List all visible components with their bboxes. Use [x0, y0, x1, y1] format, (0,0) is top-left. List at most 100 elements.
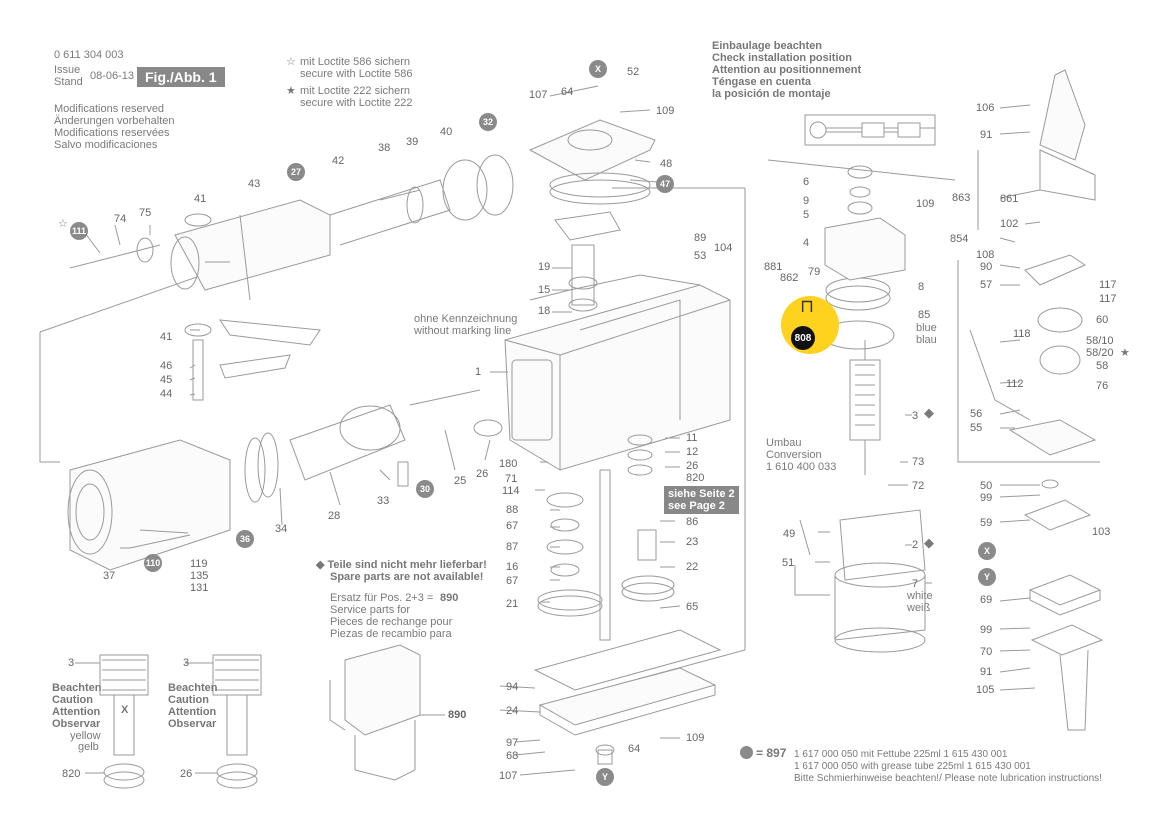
part-label[interactable]: 5 [803, 209, 810, 221]
part-label[interactable]: 131 [190, 582, 209, 594]
part-label[interactable]: 103 [1092, 526, 1111, 538]
part-label[interactable]: 19 [538, 261, 551, 273]
part-label[interactable]: 41 [160, 331, 173, 343]
part-label[interactable]: 12 [686, 446, 699, 458]
part-label[interactable]: 107 [529, 89, 548, 101]
part-label[interactable]: 91 [980, 666, 993, 678]
part-label[interactable]: 51 [782, 557, 795, 569]
part-label[interactable]: 73 [912, 456, 925, 468]
part-label[interactable]: 97 [506, 737, 519, 749]
circled-part-47[interactable]: 47 [656, 175, 674, 193]
part-label[interactable]: 881 [764, 261, 783, 273]
part-label[interactable]: 105 [976, 684, 995, 696]
part-label[interactable]: 24 [506, 705, 519, 717]
circled-part-111[interactable]: 111 [70, 222, 88, 240]
part-label[interactable]: 104 [714, 242, 733, 254]
part-label[interactable]: 88 [506, 504, 519, 516]
part-label[interactable]: 107 [499, 770, 518, 782]
part-label[interactable]: 53 [694, 250, 707, 262]
part-label[interactable]: 85 [918, 309, 931, 321]
part-label[interactable]: 74 [114, 213, 127, 225]
part-label[interactable]: 64 [561, 86, 574, 98]
part-label[interactable]: 68 [506, 750, 519, 762]
part-label[interactable]: 49 [783, 528, 796, 540]
part-label[interactable]: 91 [980, 129, 993, 141]
part-label[interactable]: 135 [190, 570, 209, 582]
circled-part-32[interactable]: 32 [479, 113, 497, 131]
part-label[interactable]: 18 [538, 305, 551, 317]
part-label[interactable]: 854 [950, 233, 969, 245]
part-label[interactable]: 820 [62, 768, 81, 780]
part-label[interactable]: 118 [1013, 328, 1031, 340]
part-label[interactable]: 119 [190, 558, 208, 570]
part-label[interactable]: 59 [980, 517, 993, 529]
part-label[interactable]: 67 [506, 575, 519, 587]
part-label[interactable]: 75 [139, 207, 152, 219]
part-label[interactable]: 90 [980, 261, 993, 273]
circled-part-110[interactable]: 110 [144, 554, 162, 572]
part-label[interactable]: 58 [1096, 360, 1109, 372]
part-label[interactable]: 11 [686, 432, 698, 444]
part-label[interactable]: 46 [160, 360, 173, 372]
part-label[interactable]: 79 [808, 266, 821, 278]
part-label[interactable]: 58/20 [1086, 347, 1114, 359]
part-label[interactable]: 39 [406, 136, 419, 148]
part-label[interactable]: 9 [803, 195, 810, 207]
part-label[interactable]: 33 [377, 495, 390, 507]
part-label[interactable]: 862 [780, 272, 799, 284]
part-label[interactable]: 861 [1000, 193, 1019, 205]
part-label[interactable]: 117 [1099, 293, 1117, 305]
part-label[interactable]: 26 [180, 768, 193, 780]
part-label[interactable]: 76 [1096, 380, 1109, 392]
part-label[interactable]: 4 [803, 237, 810, 249]
part-label[interactable]: 112 [1006, 378, 1024, 390]
part-label[interactable]: 15 [538, 284, 551, 296]
circled-part-y-bottom[interactable]: Y [596, 768, 614, 786]
part-label[interactable]: 8 [918, 281, 925, 293]
part-label[interactable]: 7 [912, 578, 919, 590]
part-label[interactable]: 40 [440, 126, 453, 138]
part-label[interactable]: 52 [627, 66, 640, 78]
see-page-2-tag[interactable]: siehe Seite 2 see Page 2 [664, 486, 739, 514]
part-label[interactable]: 44 [160, 388, 173, 400]
part-label[interactable]: 65 [686, 601, 699, 613]
part-label[interactable]: 60 [1096, 314, 1109, 326]
part-label[interactable]: 28 [328, 510, 341, 522]
part-label[interactable]: 99 [980, 492, 993, 504]
part-label[interactable]: 43 [248, 178, 261, 190]
part-label[interactable]: 48 [660, 158, 673, 170]
part-label[interactable]: 3 [183, 657, 190, 669]
part-label[interactable]: 106 [976, 102, 995, 114]
part-label[interactable]: 67 [506, 520, 519, 532]
circled-part-27[interactable]: 27 [287, 163, 305, 181]
part-label[interactable]: 2 [912, 539, 919, 551]
part-label[interactable]: 42 [332, 155, 345, 167]
part-label[interactable]: 26 [476, 468, 489, 480]
part-label[interactable]: 99 [980, 624, 993, 636]
part-label[interactable]: 114 [502, 485, 520, 497]
part-label[interactable]: 3 [912, 410, 919, 422]
part-label[interactable]: 26 [686, 460, 699, 472]
part-label[interactable]: 109 [916, 198, 935, 210]
part-label[interactable]: 863 [952, 192, 971, 204]
part-label[interactable]: 23 [686, 536, 699, 548]
part-label[interactable]: 37 [103, 570, 116, 582]
part-label[interactable]: 22 [686, 561, 699, 573]
part-label[interactable]: 57 [980, 279, 993, 291]
part-label[interactable]: 72 [912, 480, 925, 492]
part-label[interactable]: 1 [475, 366, 482, 378]
circled-part-36[interactable]: 36 [236, 530, 254, 548]
part-label[interactable]: 41 [194, 193, 207, 205]
circled-part-30[interactable]: 30 [416, 480, 434, 498]
part-label[interactable]: 89 [694, 232, 707, 244]
part-label[interactable]: 50 [980, 480, 993, 492]
part-label[interactable]: 87 [506, 541, 519, 553]
part-label[interactable]: 3 [68, 657, 75, 669]
part-label[interactable]: 890 [448, 709, 467, 721]
part-label[interactable]: 58/10 [1086, 335, 1114, 347]
circled-part-x-top[interactable]: X [589, 60, 607, 78]
part-label[interactable]: 102 [1000, 218, 1019, 230]
part-label[interactable]: 86 [686, 516, 699, 528]
part-label[interactable]: 45 [160, 374, 173, 386]
part-label[interactable]: 64 [628, 743, 641, 755]
